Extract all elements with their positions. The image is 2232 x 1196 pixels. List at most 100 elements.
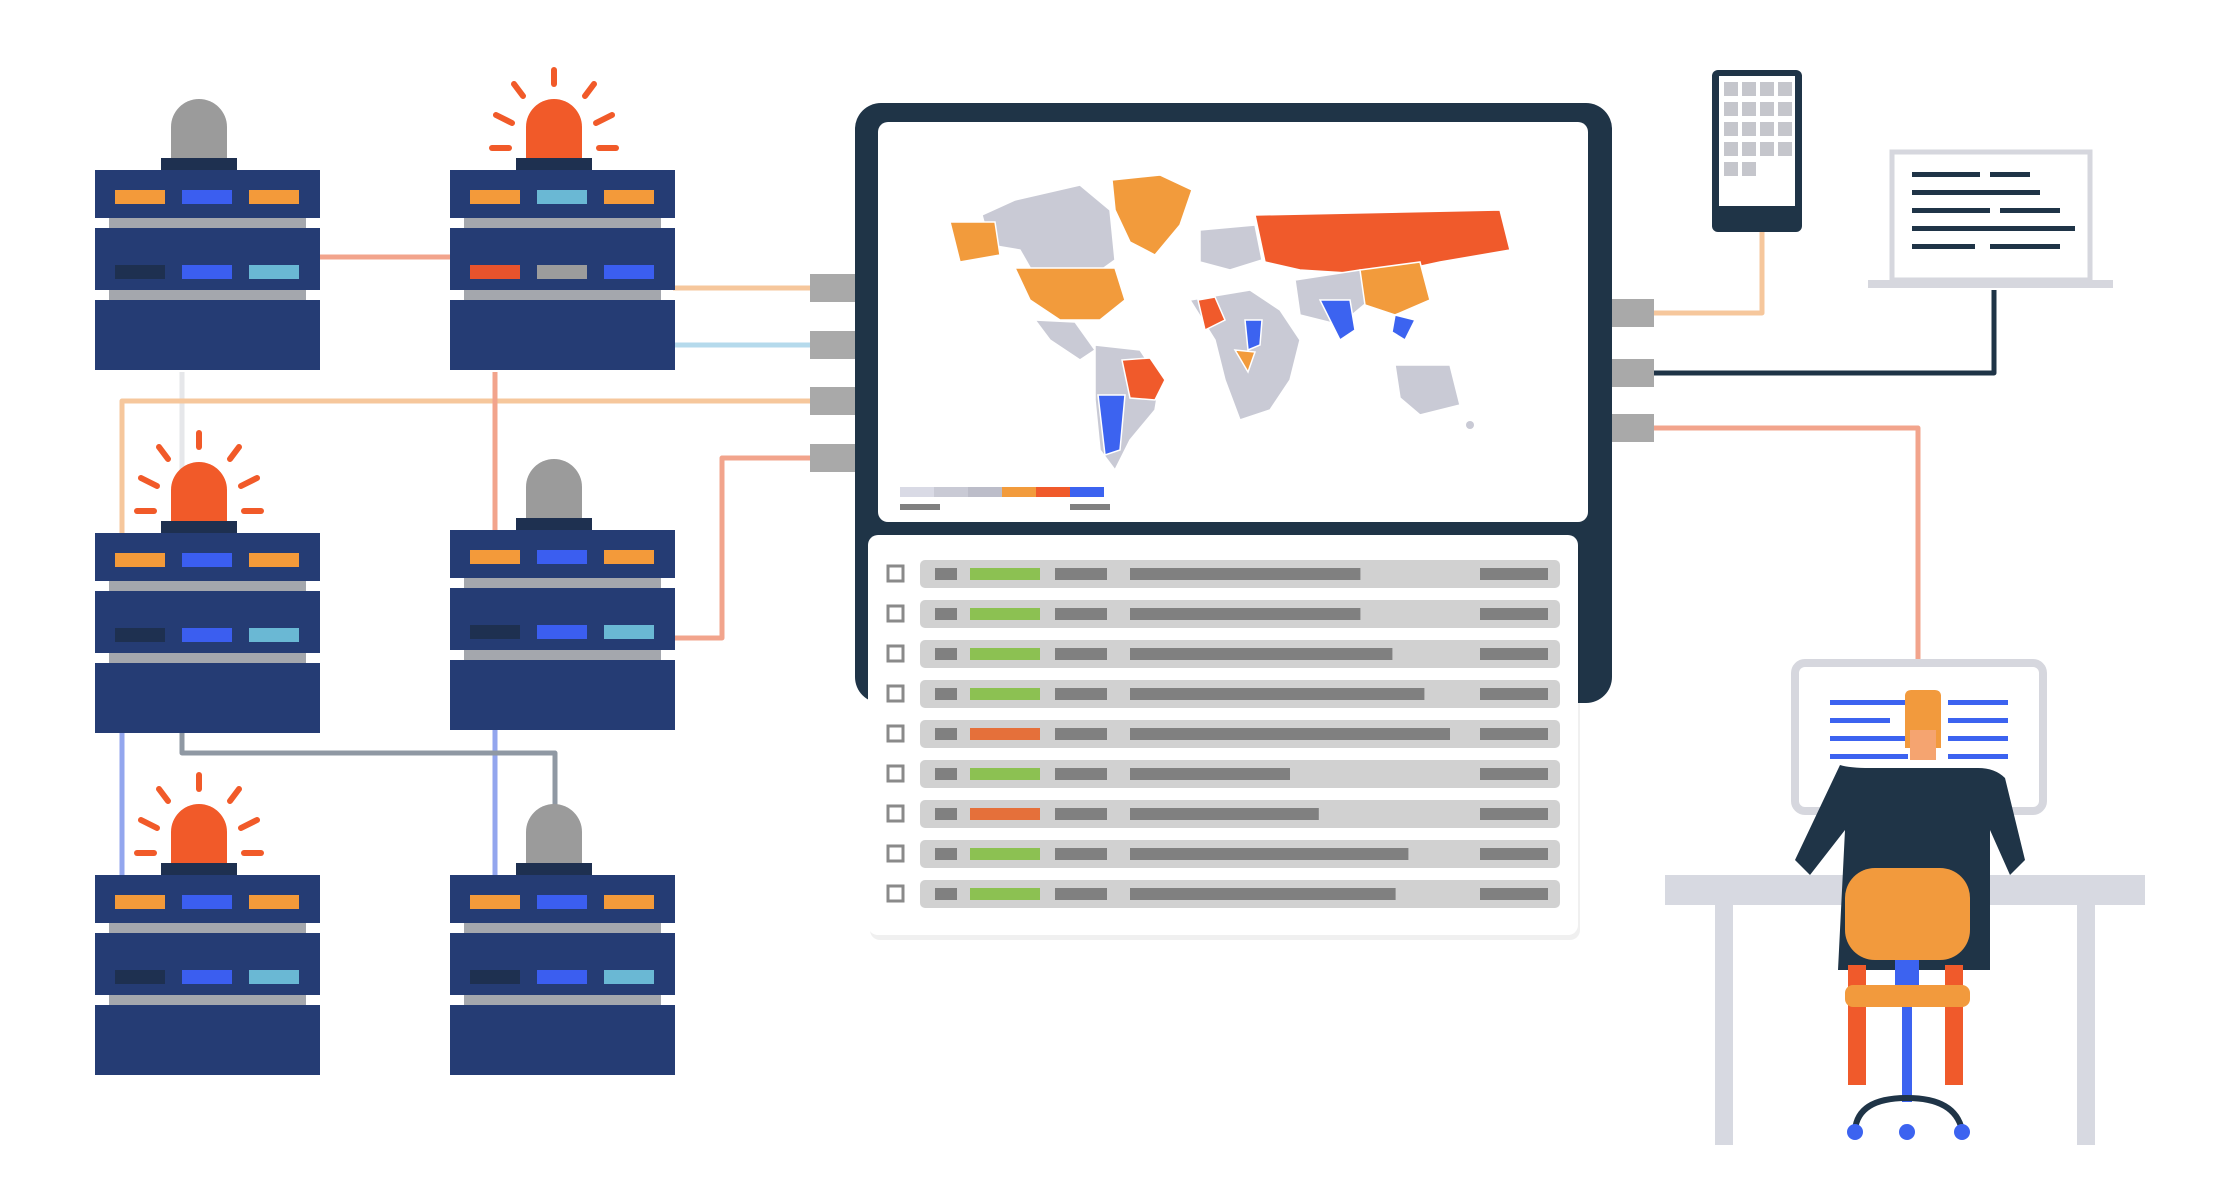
desk-leg-right: [2077, 905, 2095, 1145]
alarm-light-icon: [134, 430, 264, 535]
status-led: [537, 970, 587, 984]
alarm-ray: [138, 817, 160, 831]
row-type: [1055, 728, 1107, 740]
alarm-ray: [238, 475, 260, 489]
rack-unit-middle: [450, 588, 675, 650]
status-led: [115, 628, 165, 642]
checkbox-icon: [886, 724, 905, 743]
row-id: [935, 848, 957, 860]
checkbox-icon: [886, 604, 905, 623]
laptop-icon: [1868, 149, 2113, 288]
row-status: [970, 688, 1040, 700]
status-led: [470, 550, 520, 564]
row-id: [935, 808, 957, 820]
rack-trim: [109, 218, 306, 228]
laptop-text-line: [1990, 172, 2030, 177]
world-map-icon: [949, 174, 1511, 472]
status-led: [249, 970, 299, 984]
alarm-ray: [493, 112, 515, 126]
tablet-app-tile: [1778, 142, 1792, 156]
row-time: [1480, 568, 1548, 580]
status-led: [249, 895, 299, 909]
tablet-app-tile: [1724, 142, 1738, 156]
status-led: [604, 895, 654, 909]
rack-trim: [109, 995, 306, 1005]
row-status: [970, 608, 1040, 620]
alarm-ray: [227, 444, 242, 462]
alarm-dome: [526, 99, 582, 158]
status-led: [470, 895, 520, 909]
legend-swatch: [1036, 487, 1070, 497]
region-new-zealand: [1466, 421, 1474, 429]
row-type: [1055, 768, 1107, 780]
screen-text-line: [1830, 718, 1890, 723]
chair-back: [1845, 868, 1970, 960]
cable-rack3-rack6: [179, 730, 558, 878]
chair-wheel: [1847, 1124, 1863, 1140]
rack-unit-bottom: [450, 1005, 675, 1075]
rack-middle-left: [95, 430, 320, 733]
laptop-text-line: [1912, 244, 1975, 249]
row-type: [1055, 568, 1107, 580]
checkbox-icon: [886, 844, 905, 863]
table-row: [886, 800, 1560, 828]
alarm-ray: [511, 81, 526, 99]
row-time: [1480, 808, 1548, 820]
status-led: [115, 265, 165, 279]
row-type: [1055, 808, 1107, 820]
laptop-text-line: [1912, 190, 2040, 195]
desk-leg-left: [1715, 905, 1733, 1145]
screen-text-line: [1830, 736, 1908, 741]
checkbox-icon: [886, 884, 905, 903]
alarm-dome: [171, 462, 227, 521]
rack-trim: [109, 581, 306, 591]
region-brazil: [1121, 357, 1166, 401]
tablet-app-tile: [1760, 82, 1774, 96]
row-description: [1130, 848, 1409, 860]
table-row: [886, 760, 1560, 788]
row-type: [1055, 608, 1107, 620]
screen-text-line: [1948, 700, 2008, 705]
row-time: [1480, 608, 1548, 620]
status-led: [249, 553, 299, 567]
rack-top-right: [450, 67, 675, 370]
alarm-dome: [171, 99, 227, 158]
chair-wheel: [1899, 1124, 1915, 1140]
alarm-ray: [156, 444, 171, 462]
status-led: [115, 190, 165, 204]
rack-trim: [464, 290, 661, 300]
row-time: [1480, 688, 1548, 700]
legend-swatch: [968, 487, 1002, 497]
region-southeast-asia: [1391, 314, 1417, 342]
table-row: [886, 840, 1560, 868]
tablet-app-tile: [1724, 102, 1738, 116]
row-description: [1130, 728, 1450, 740]
rack-trim: [464, 995, 661, 1005]
cable-rack3-monitor: [119, 398, 810, 540]
port-right: [1612, 359, 1654, 387]
tablet-app-tile: [1778, 102, 1792, 116]
alarm-base: [161, 521, 237, 535]
rack-trim: [464, 650, 661, 660]
tablet-app-tile: [1760, 102, 1774, 116]
port-right: [1612, 414, 1654, 442]
chair-wheel: [1954, 1124, 1970, 1140]
rack-trim: [464, 923, 661, 933]
port-left: [810, 444, 855, 472]
alarm-base: [161, 158, 237, 172]
alarm-base: [516, 158, 592, 172]
row-status: [970, 848, 1040, 860]
rack-trim: [464, 218, 661, 228]
cable-monitor-workstation: [1640, 425, 1921, 663]
alarm-base: [516, 863, 592, 877]
table-row: [886, 640, 1560, 668]
region-usa: [1013, 267, 1126, 321]
row-time: [1480, 848, 1548, 860]
legend-swatch: [1002, 487, 1036, 497]
alarm-ray: [593, 112, 615, 126]
port-left: [810, 274, 855, 302]
status-led: [470, 625, 520, 639]
row-description: [1130, 568, 1361, 580]
row-type: [1055, 888, 1107, 900]
